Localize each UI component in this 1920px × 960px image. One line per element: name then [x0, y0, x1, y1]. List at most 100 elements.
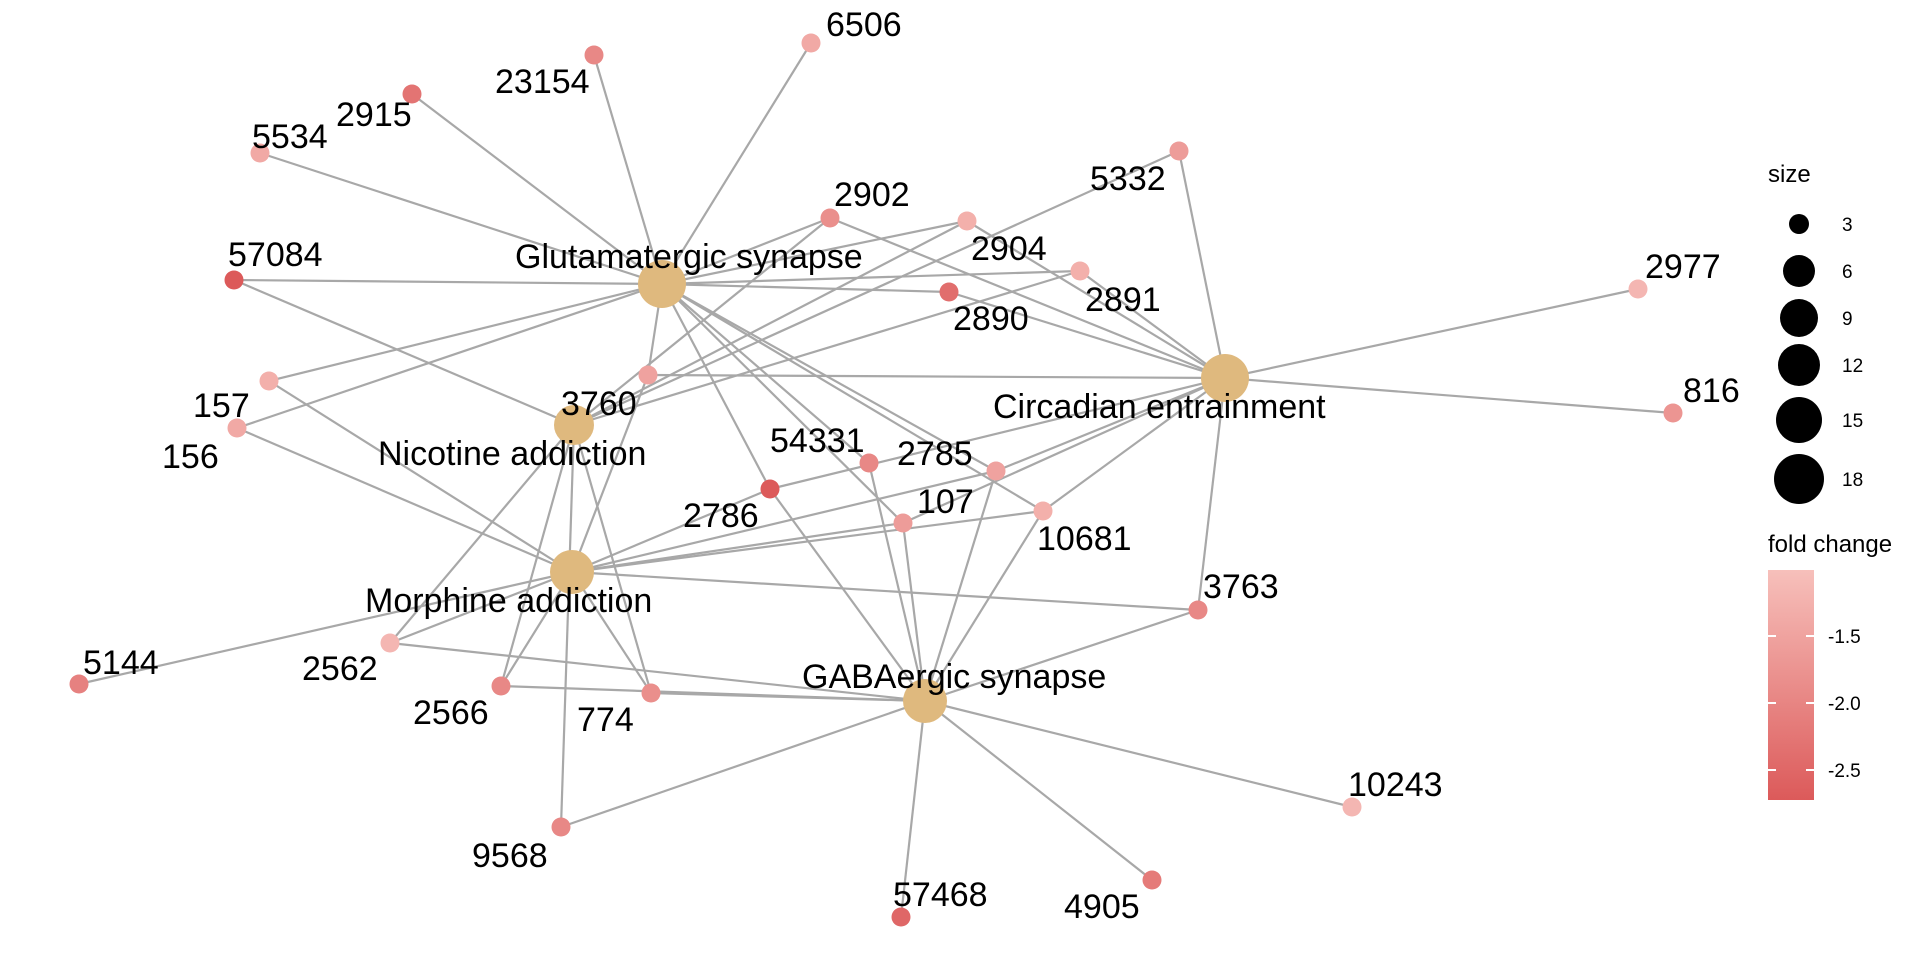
gene-label-23154: 23154 — [495, 63, 590, 101]
gene-node-10681[interactable] — [1033, 501, 1053, 521]
gene-node-2786[interactable] — [760, 479, 780, 499]
color-bar — [1768, 570, 1814, 800]
edge-glu-2904 — [661, 219, 968, 286]
gene-node-2891[interactable] — [1070, 261, 1090, 281]
edge-cir-2904 — [966, 220, 1226, 379]
edge-gaba-3763 — [924, 608, 1199, 703]
gene-node-2562[interactable] — [380, 633, 400, 653]
edge-mor-3763 — [571, 570, 1199, 612]
category-label-nic: Nicotine addiction — [378, 435, 646, 473]
gene-label-10243: 10243 — [1348, 766, 1443, 804]
size-legend-dot-12 — [1778, 344, 1820, 386]
gene-label-2904: 2904 — [971, 230, 1047, 268]
color-tick-label-0: -1.5 — [1828, 627, 1861, 648]
gene-node-2890[interactable] — [939, 282, 959, 302]
gene-node-10243[interactable] — [1342, 797, 1362, 817]
gene-node-9568[interactable] — [551, 817, 571, 837]
edge-gaba-54331 — [867, 462, 927, 702]
edge-glu-2785 — [661, 283, 997, 472]
edge-mor-157 — [268, 380, 573, 573]
edge-cir-2891 — [1079, 270, 1226, 379]
gene-label-2566: 2566 — [413, 694, 489, 732]
gene-node-2904[interactable] — [957, 211, 977, 231]
edge-glu-10681 — [661, 283, 1044, 512]
edge-gaba-774 — [650, 691, 926, 703]
edge-mor-156 — [236, 426, 573, 574]
edge-gaba-4905 — [924, 700, 1153, 881]
gene-label-57084: 57084 — [228, 236, 323, 274]
gene-label-9568: 9568 — [472, 837, 548, 875]
gene-label-5332: 5332 — [1090, 160, 1166, 198]
size-legend-dot-3 — [1789, 214, 1809, 234]
edge-cir-107 — [902, 376, 1226, 525]
edge-mor-2566 — [500, 571, 573, 687]
gene-node-57084[interactable] — [224, 270, 244, 290]
edge-glu-5534 — [259, 151, 663, 286]
category-node-cir[interactable] — [1201, 354, 1249, 402]
gene-node-816[interactable] — [1663, 403, 1683, 423]
gene-node-2915[interactable] — [402, 84, 422, 104]
gene-node-3763[interactable] — [1188, 600, 1208, 620]
edge-cir-2902 — [829, 216, 1226, 380]
edge-gaba-2785 — [923, 470, 998, 702]
edge-cir-5332 — [1177, 150, 1227, 379]
nodes-layer — [69, 33, 1683, 927]
gene-node-57468[interactable] — [891, 907, 911, 927]
category-node-nic[interactable] — [554, 405, 594, 445]
gene-node-3760[interactable] — [638, 365, 658, 385]
edge-nic-774 — [572, 424, 653, 694]
size-legend-value-3: 3 — [1842, 215, 1853, 236]
edge-gaba-10243 — [924, 699, 1353, 809]
edge-mor-2562 — [389, 570, 573, 645]
category-node-glu[interactable] — [638, 260, 686, 308]
size-legend-value-6: 6 — [1842, 262, 1853, 283]
gene-label-156: 156 — [162, 438, 219, 476]
gene-label-2902: 2902 — [834, 176, 910, 214]
gene-label-5144: 5144 — [83, 644, 159, 682]
gene-node-2785[interactable] — [986, 461, 1006, 481]
edge-mor-3760 — [570, 374, 650, 573]
gene-label-2786: 2786 — [683, 497, 759, 535]
gene-node-2566[interactable] — [491, 676, 511, 696]
size-legend-value-12: 12 — [1842, 356, 1863, 377]
gene-node-4905[interactable] — [1142, 870, 1162, 890]
gene-label-3763: 3763 — [1203, 568, 1279, 606]
gene-node-23154[interactable] — [584, 45, 604, 65]
edge-mor-2785 — [571, 469, 997, 574]
edge-gaba-2562 — [389, 641, 926, 703]
edge-cir-2977 — [1224, 287, 1639, 380]
edge-nic-5332 — [573, 149, 1180, 427]
edge-cir-2785 — [995, 376, 1226, 473]
edge-gaba-2786 — [769, 488, 926, 702]
edge-glu-2786 — [661, 283, 771, 490]
edge-glu-54331 — [661, 283, 870, 464]
edge-nic-57084 — [233, 278, 575, 427]
gene-node-2902[interactable] — [820, 208, 840, 228]
category-node-mor[interactable] — [550, 550, 594, 594]
gene-node-156[interactable] — [227, 418, 247, 438]
edge-nic-2566 — [499, 424, 576, 687]
gene-node-6506[interactable] — [801, 33, 821, 53]
category-label-glu: Glutamatergic synapse — [515, 238, 863, 276]
gene-node-5332[interactable] — [1169, 141, 1189, 161]
gene-node-5144[interactable] — [69, 674, 89, 694]
gene-node-107[interactable] — [893, 513, 913, 533]
gene-node-157[interactable] — [259, 371, 279, 391]
gene-label-816: 816 — [1683, 372, 1740, 410]
color-tick-label-2: -2.5 — [1828, 761, 1861, 782]
gene-label-774: 774 — [577, 701, 634, 739]
gene-node-54331[interactable] — [859, 453, 879, 473]
edge-glu-2891 — [661, 269, 1081, 286]
gene-label-107: 107 — [917, 483, 974, 521]
gene-node-2977[interactable] — [1628, 279, 1648, 299]
edge-mor-5144 — [78, 570, 573, 686]
gene-label-3760: 3760 — [561, 385, 637, 423]
gene-node-5534[interactable] — [250, 143, 270, 163]
gene-label-2890: 2890 — [953, 300, 1029, 338]
category-node-gaba[interactable] — [903, 679, 947, 723]
category-label-cir: Circadian entrainment — [993, 388, 1326, 426]
edge-glu-57084 — [233, 278, 663, 286]
gene-node-774[interactable] — [641, 683, 661, 703]
edge-glu-156 — [236, 282, 663, 430]
